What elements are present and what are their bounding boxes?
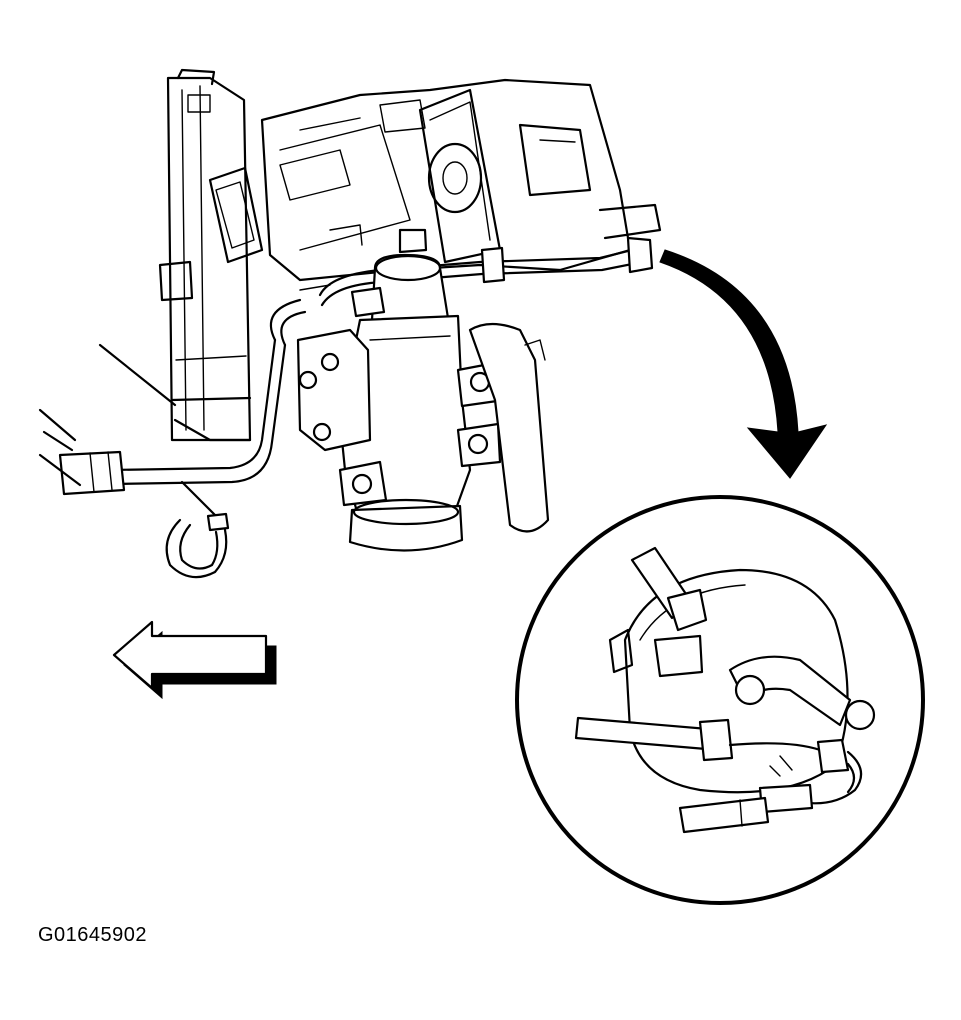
hose-clip bbox=[165, 480, 230, 579]
figure-id-label: G01645902 bbox=[38, 924, 148, 946]
hydraulic-lines bbox=[108, 228, 654, 486]
crossmember bbox=[260, 78, 662, 282]
detail-view bbox=[515, 495, 925, 905]
detail-gear-body bbox=[574, 546, 876, 834]
left-arrow-icon bbox=[112, 620, 277, 700]
steering-gear bbox=[296, 253, 550, 552]
hose-assembly bbox=[38, 343, 252, 496]
frame-rail bbox=[158, 68, 264, 442]
curved-arrow-icon bbox=[659, 249, 828, 479]
